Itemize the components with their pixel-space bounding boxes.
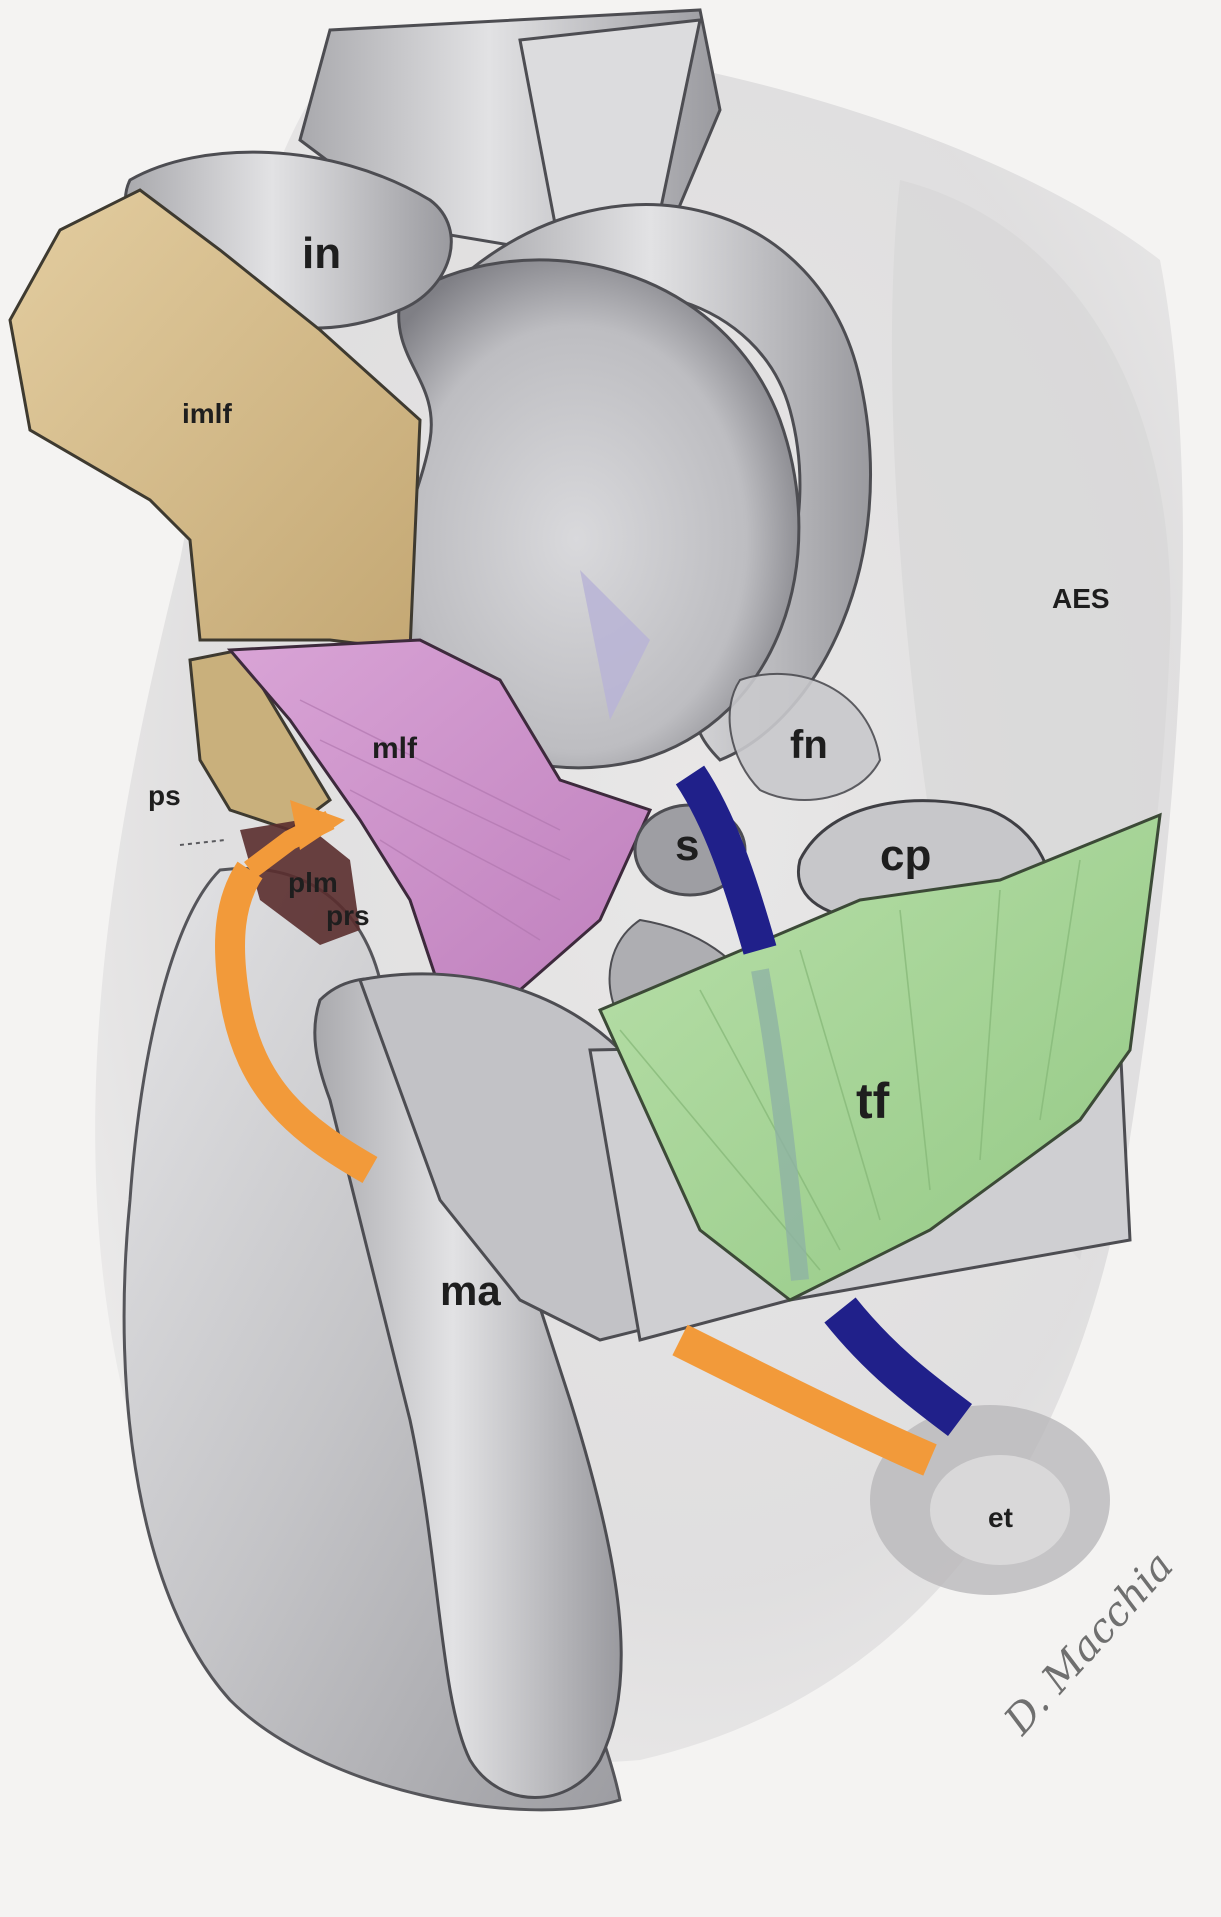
tf-fold — [597, 812, 1162, 1302]
orange-arrow-head — [290, 800, 345, 850]
orange-path-upper — [215, 861, 378, 1184]
imlf-fold — [8, 188, 422, 652]
label-cp: cp — [880, 831, 931, 880]
label-ma: ma — [440, 1267, 501, 1314]
chorda-tympani-upper — [675, 765, 777, 955]
label-ps: ps — [148, 780, 181, 811]
mlf-fold — [226, 638, 653, 992]
incus-body — [392, 258, 801, 770]
label-in: in — [302, 229, 341, 278]
label-tf: tf — [856, 1073, 890, 1129]
label-fn: fn — [790, 723, 828, 767]
orange-path-lower — [672, 1324, 937, 1476]
eustachian-tube-lumen — [930, 1455, 1070, 1565]
label-plm: plm — [288, 867, 338, 898]
label-mlf: mlf — [372, 732, 418, 765]
tf-fibres — [619, 859, 1081, 1271]
tensor-tendon — [751, 968, 809, 1281]
label-aes: AES — [1052, 583, 1110, 614]
incus-highlight — [580, 570, 650, 720]
facial-nerve-canal — [728, 672, 882, 801]
mlf-fibres — [299, 699, 571, 941]
label-et: et — [988, 1502, 1013, 1533]
label-imlf: imlf — [182, 398, 232, 429]
label-s: s — [675, 821, 699, 870]
chorda-tympani-lower — [824, 1297, 973, 1436]
label-prs: prs — [326, 900, 370, 931]
